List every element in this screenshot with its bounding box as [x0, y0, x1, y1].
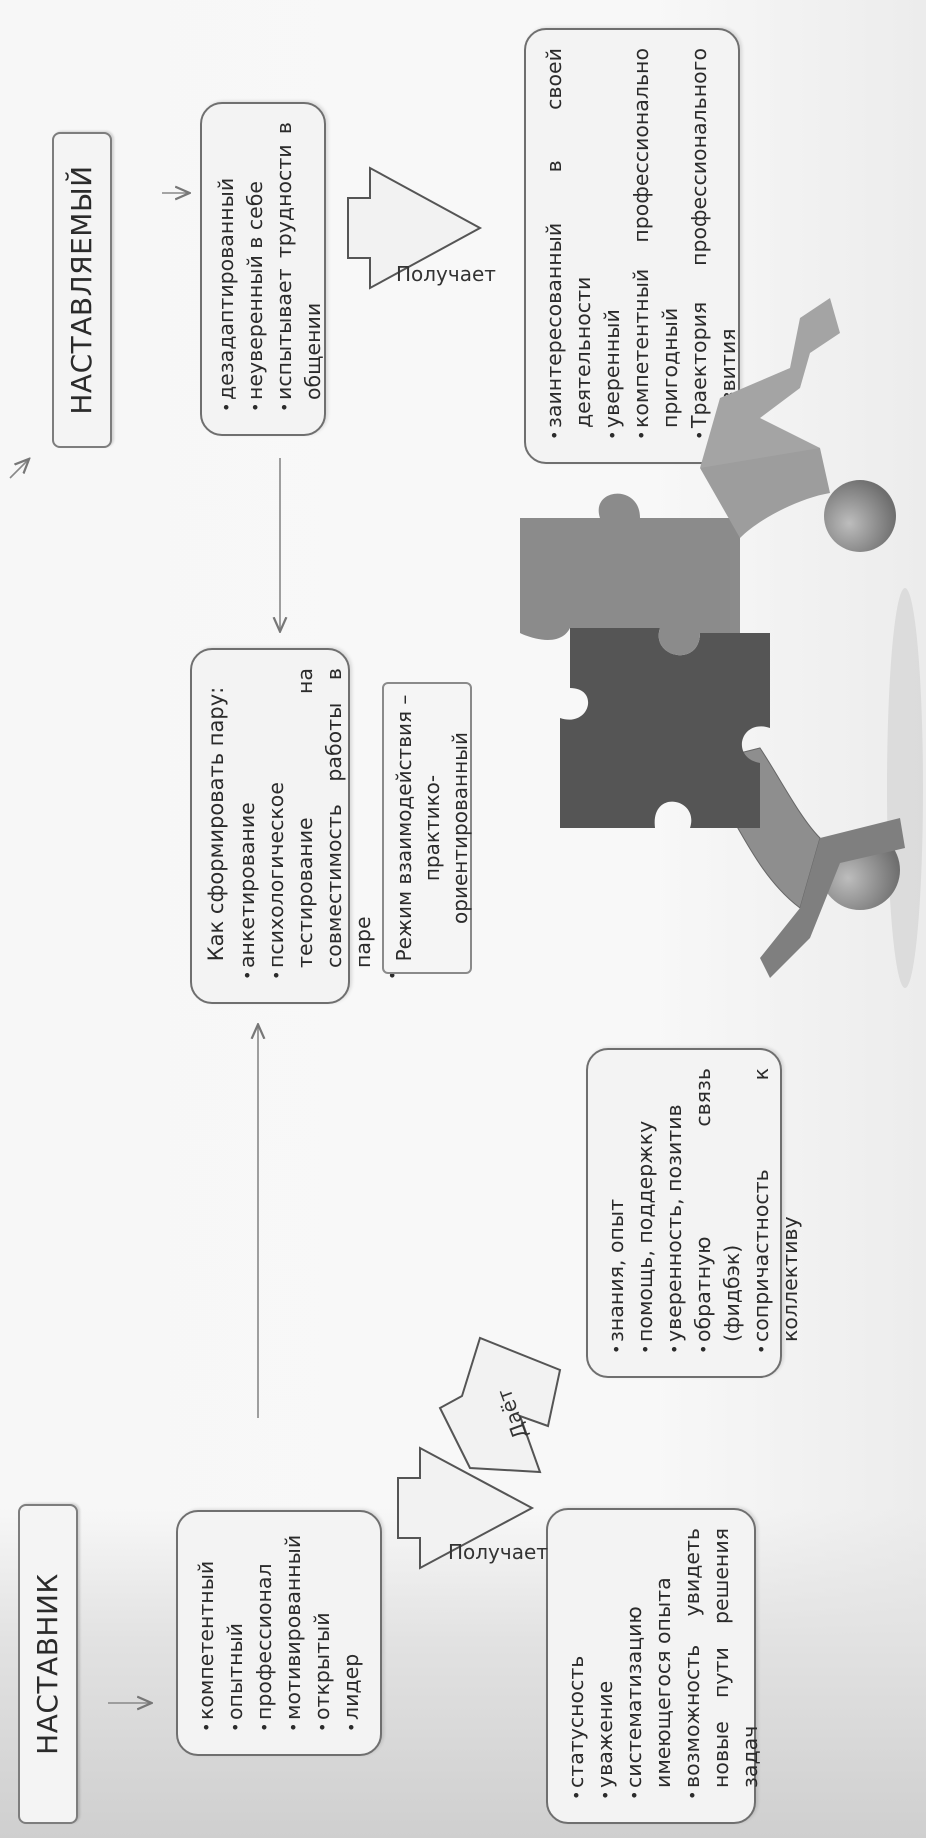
mentor-receives-arrow-label: Получает	[448, 1540, 548, 1564]
mentee-receives-arrow-label: Получает	[396, 262, 496, 286]
mentor-gives-block-arrow	[438, 1336, 562, 1474]
puzzle-piece-right	[520, 493, 740, 656]
right-figure-body	[700, 444, 830, 538]
mentee-receives-block-arrow	[347, 166, 483, 290]
right-figure-head	[824, 480, 896, 552]
puzzle-piece-left	[560, 628, 770, 828]
left-figure-legs	[760, 818, 905, 978]
mentor-receives-block-arrow	[397, 1446, 535, 1570]
upper-curve-arrow	[9, 460, 28, 479]
right-figure-legs	[700, 298, 840, 468]
left-figure-shadow	[887, 588, 923, 988]
puzzle-illustration	[520, 298, 923, 988]
